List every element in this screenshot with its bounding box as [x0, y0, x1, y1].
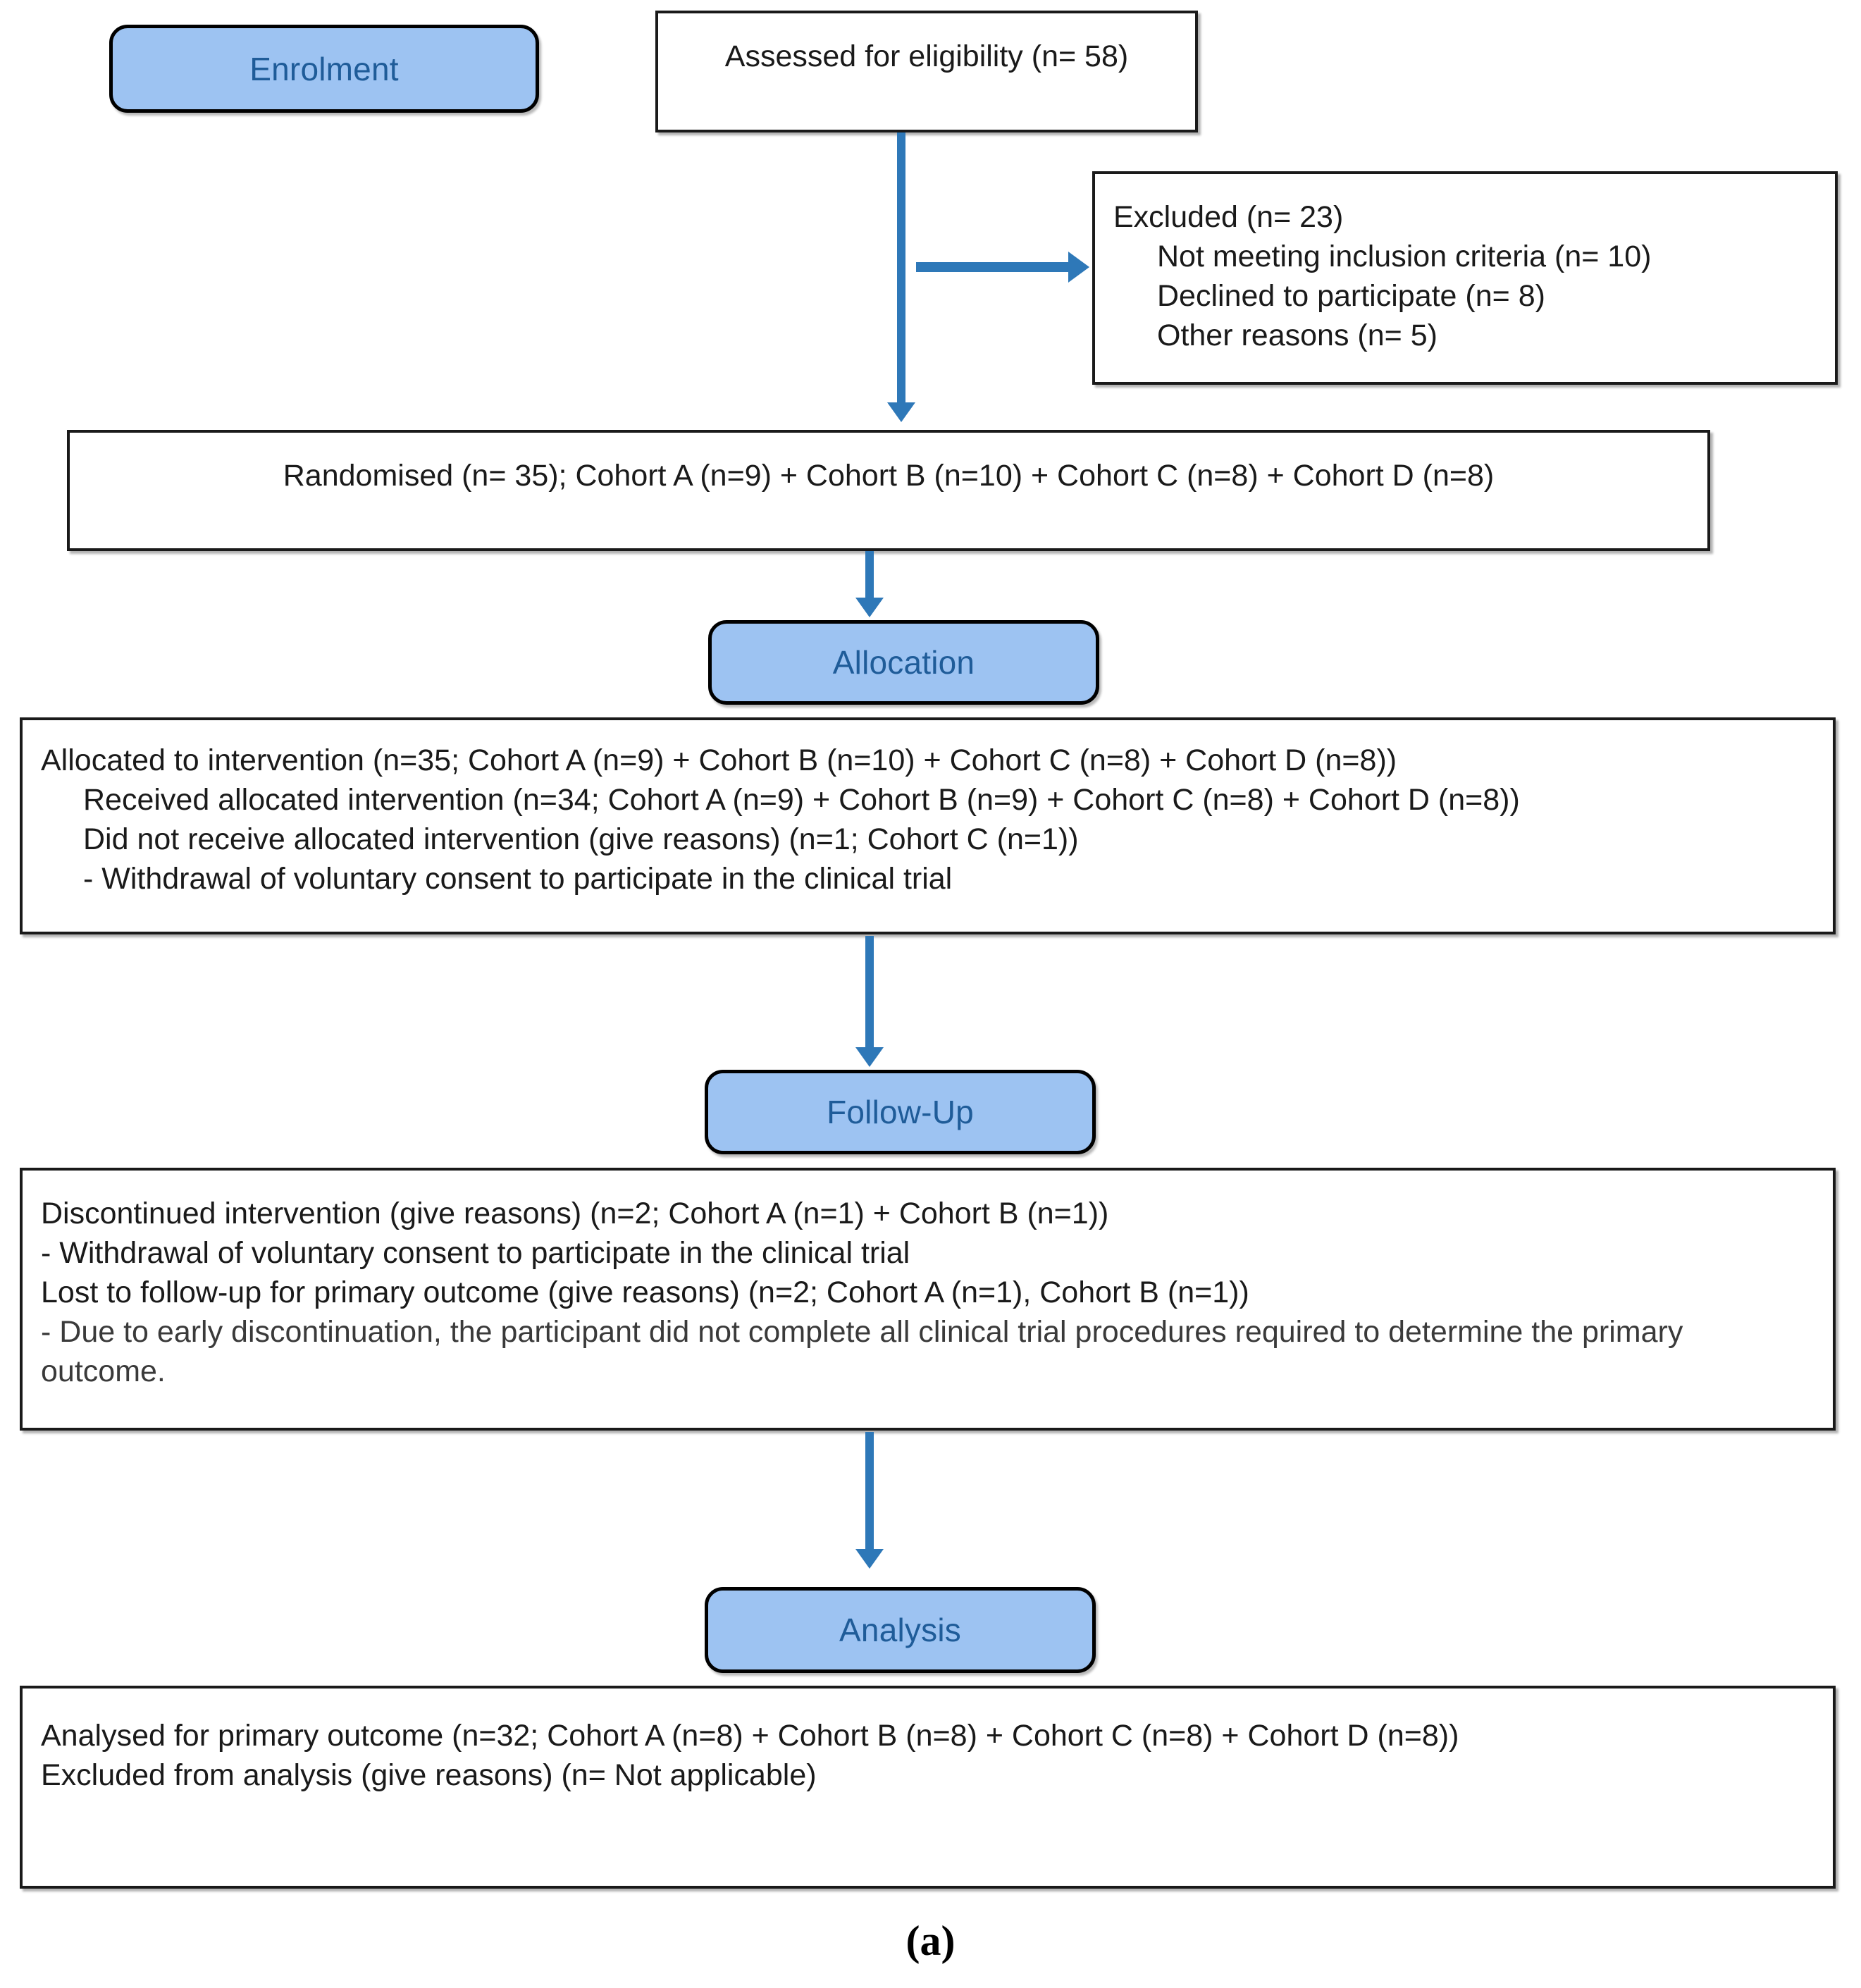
stage-badge-analysis: Analysis — [705, 1587, 1096, 1673]
allocated-not-received-line: Did not receive allocated intervention (… — [83, 822, 1079, 856]
box-allocated-to-intervention: Allocated to intervention (n=35; Cohort … — [20, 717, 1836, 934]
stage-badge-allocation: Allocation — [708, 620, 1099, 705]
stage-badge-followup: Follow-Up — [705, 1070, 1096, 1154]
arrow-followup-to-analysis — [865, 1432, 874, 1550]
stage-badge-analysis-label: Analysis — [839, 1612, 961, 1648]
box-excluded: Excluded (n= 23) Not meeting inclusion c… — [1092, 171, 1838, 385]
arrow-eligibility-to-randomised — [897, 132, 905, 404]
stage-badge-followup-label: Follow-Up — [827, 1094, 974, 1130]
followup-discontinued-line: Discontinued intervention (give reasons)… — [41, 1197, 1109, 1230]
arrow-randomised-to-allocation — [865, 551, 874, 599]
stage-badge-enrolment: Enrolment — [109, 25, 539, 113]
box-randomised: Randomised (n= 35); Cohort A (n=9) + Coh… — [67, 430, 1710, 551]
allocated-reason-line: - Withdrawal of voluntary consent to par… — [83, 861, 953, 896]
box-followup-detail: Discontinued intervention (give reasons)… — [20, 1168, 1836, 1431]
assessed-eligibility-line: Assessed for eligibility (n= 58) — [724, 39, 1129, 73]
stage-badge-enrolment-label: Enrolment — [249, 50, 399, 87]
excluded-reason-declined: Declined to participate (n= 8) — [1157, 278, 1545, 313]
stage-badge-allocation-label: Allocation — [832, 644, 975, 681]
analysed-primary-outcome-line: Analysed for primary outcome (n=32; Coho… — [41, 1719, 1459, 1753]
followup-lost-reason-line: - Due to early discontinuation, the part… — [41, 1314, 1683, 1388]
randomised-line: Randomised (n= 35); Cohort A (n=9) + Coh… — [283, 459, 1495, 493]
allocated-received-line: Received allocated intervention (n=34; C… — [83, 782, 1520, 817]
excluded-from-analysis-line: Excluded from analysis (give reasons) (n… — [41, 1758, 817, 1792]
box-analysis-detail: Analysed for primary outcome (n=32; Coho… — [20, 1686, 1836, 1889]
figure-caption: (a) — [905, 1918, 956, 1964]
arrow-to-excluded — [916, 262, 1070, 272]
excluded-total-line: Excluded (n= 23) — [1113, 200, 1344, 234]
arrow-allocation-to-followup — [865, 936, 874, 1049]
excluded-reason-other: Other reasons (n= 5) — [1157, 318, 1438, 352]
box-assessed-for-eligibility: Assessed for eligibility (n= 58) — [655, 11, 1198, 132]
followup-lost-line: Lost to follow-up for primary outcome (g… — [41, 1275, 1249, 1309]
excluded-reason-inclusion-criteria: Not meeting inclusion criteria (n= 10) — [1157, 239, 1652, 273]
followup-discontinued-reason-line: - Withdrawal of voluntary consent to par… — [41, 1235, 910, 1270]
allocated-total-line: Allocated to intervention (n=35; Cohort … — [41, 743, 1397, 777]
